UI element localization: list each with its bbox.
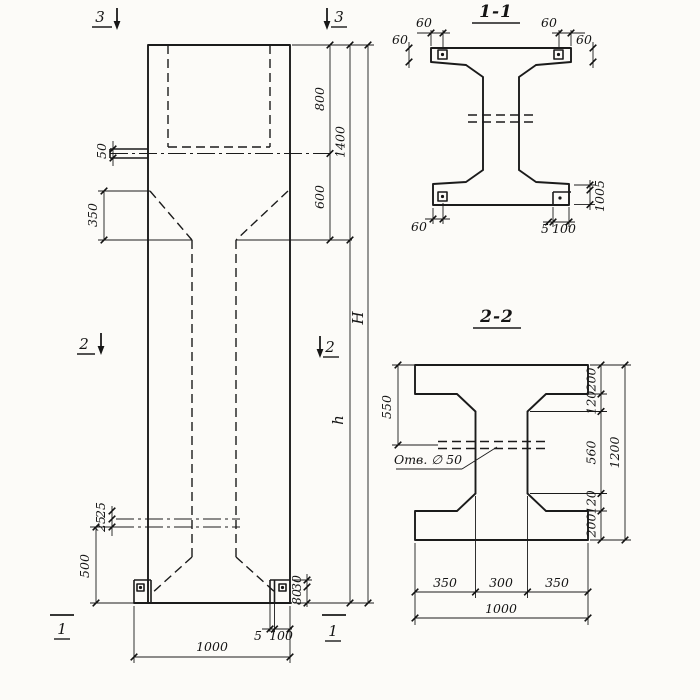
- marker-3-left-label: 3: [95, 8, 105, 26]
- section-1-1: 1-1 60 60 60 60 60 5 100 5 100: [392, 2, 607, 236]
- dim-80-label: 80: [289, 589, 304, 605]
- dim-5-right-side: 5: [592, 180, 607, 188]
- dim-5-label: 5: [254, 628, 262, 643]
- dim-600-label: 600: [312, 185, 327, 209]
- dim-560-label: 560: [584, 441, 599, 465]
- section-1-1-dimension-lines: [408, 32, 594, 223]
- dim-60-top-left-a: 60: [416, 15, 432, 30]
- marker-3-right-label: 3: [334, 8, 344, 26]
- anchor-dot: [440, 194, 445, 199]
- dim-200-bottom-label: 200: [584, 514, 599, 539]
- dim-5-bottom-right: 5: [541, 221, 549, 236]
- dim-60-top-right-a: 60: [541, 15, 557, 30]
- marker-2-left-arrowhead: [97, 346, 105, 355]
- top-recess-hidden-edges: [167, 45, 271, 148]
- dim-1400-label: 1400: [333, 126, 348, 158]
- section-2-2-extension-lines: [392, 364, 631, 625]
- foot-left: [133, 579, 152, 603]
- anchor-dot: [440, 52, 445, 57]
- anchor-dot: [558, 196, 562, 200]
- anchor-dot: [138, 585, 143, 590]
- section-2-2-dimension-ticks: [394, 361, 629, 622]
- section-1-1-hole-hidden: [468, 114, 534, 123]
- elevation-dimensions: 50 800 1400 600 H h 350 25 25 500 30 80 …: [77, 41, 374, 663]
- anchor-dot: [556, 52, 561, 57]
- dimension-ticks: [92, 41, 372, 661]
- dim-50-label: 50: [94, 143, 109, 159]
- dim-100-label: 100: [269, 628, 293, 643]
- dimension-lines: [95, 45, 369, 658]
- dim-350-label: 350: [85, 203, 100, 227]
- dim-h-label: h: [329, 415, 347, 425]
- dim-1000-label: 1000: [196, 639, 228, 654]
- section-2-2: 2-2 Отв. ∅ 50 550 200 120 560 120 200 12…: [379, 307, 631, 625]
- marker-2-right-arrowhead: [316, 349, 324, 358]
- section-2-2-hole-hidden: [438, 440, 546, 450]
- section-markers: 3 3 2 2 1 1: [50, 8, 347, 642]
- anchor-plate-top-left: [437, 49, 448, 60]
- dim-500-label: 500: [77, 554, 92, 578]
- marker-3-left-arrowhead: [113, 21, 121, 30]
- foot-right: [269, 579, 290, 603]
- hole-label-leader: [396, 446, 498, 470]
- dim-1200-label: 1200: [607, 437, 622, 469]
- marker-1-left-label: 1: [57, 620, 67, 638]
- angle-plate-bottom-right: [552, 191, 571, 205]
- anchor-plate-left: [136, 583, 145, 592]
- dim-100-right-side: 100: [592, 188, 607, 212]
- dim-120-top-label: 120: [584, 391, 599, 415]
- dim-60-top-left-b: 60: [392, 32, 408, 47]
- dim-60-bottom-left: 60: [411, 219, 427, 234]
- marker-1-right-label: 1: [328, 622, 338, 640]
- dim-1000-bottom-label: 1000: [485, 601, 517, 616]
- section-1-1-extension-lines: [430, 30, 595, 227]
- hole-diameter-label: Отв. ∅ 50: [394, 452, 462, 467]
- anchor-plate-bottom-left: [437, 191, 448, 202]
- column-elevation: [109, 44, 336, 604]
- dim-350-left-label: 350: [433, 575, 457, 590]
- lower-hole-centerlines: [116, 518, 240, 528]
- section-1-1-dimension-ticks: [405, 29, 597, 226]
- marker-2-right-label: 2: [324, 338, 335, 356]
- anchor-dot: [280, 585, 285, 590]
- marker-3-right-arrowhead: [323, 21, 331, 30]
- dim-300-label: 300: [489, 575, 513, 590]
- dim-30-label: 30: [289, 575, 304, 591]
- section-2-2-title: 2-2: [479, 307, 514, 327]
- dim-H-label: H: [349, 311, 367, 326]
- dim-25-label-a: 25: [93, 502, 108, 519]
- marker-2-left-label: 2: [78, 335, 89, 353]
- section-2-2-dimension-lines: [397, 365, 626, 619]
- dim-800-label: 800: [312, 87, 327, 111]
- dim-350-right-label: 350: [545, 575, 569, 590]
- column-outline: [133, 44, 292, 604]
- section-1-1-title: 1-1: [479, 2, 513, 22]
- dim-200-top-label: 200: [584, 368, 599, 393]
- anchor-plate-right: [278, 583, 287, 592]
- dim-60-top-right-b: 60: [576, 32, 592, 47]
- dim-120-bottom-label: 120: [584, 490, 599, 514]
- section-1-1-outline: [430, 47, 572, 206]
- web-hidden-edges: [149, 190, 289, 595]
- extension-lines: [90, 44, 374, 663]
- dim-550-label: 550: [379, 395, 394, 419]
- dim-100-bottom-right: 100: [552, 221, 576, 236]
- anchor-plate-top-right: [553, 49, 564, 60]
- dim-25-label-b: 25: [93, 516, 108, 533]
